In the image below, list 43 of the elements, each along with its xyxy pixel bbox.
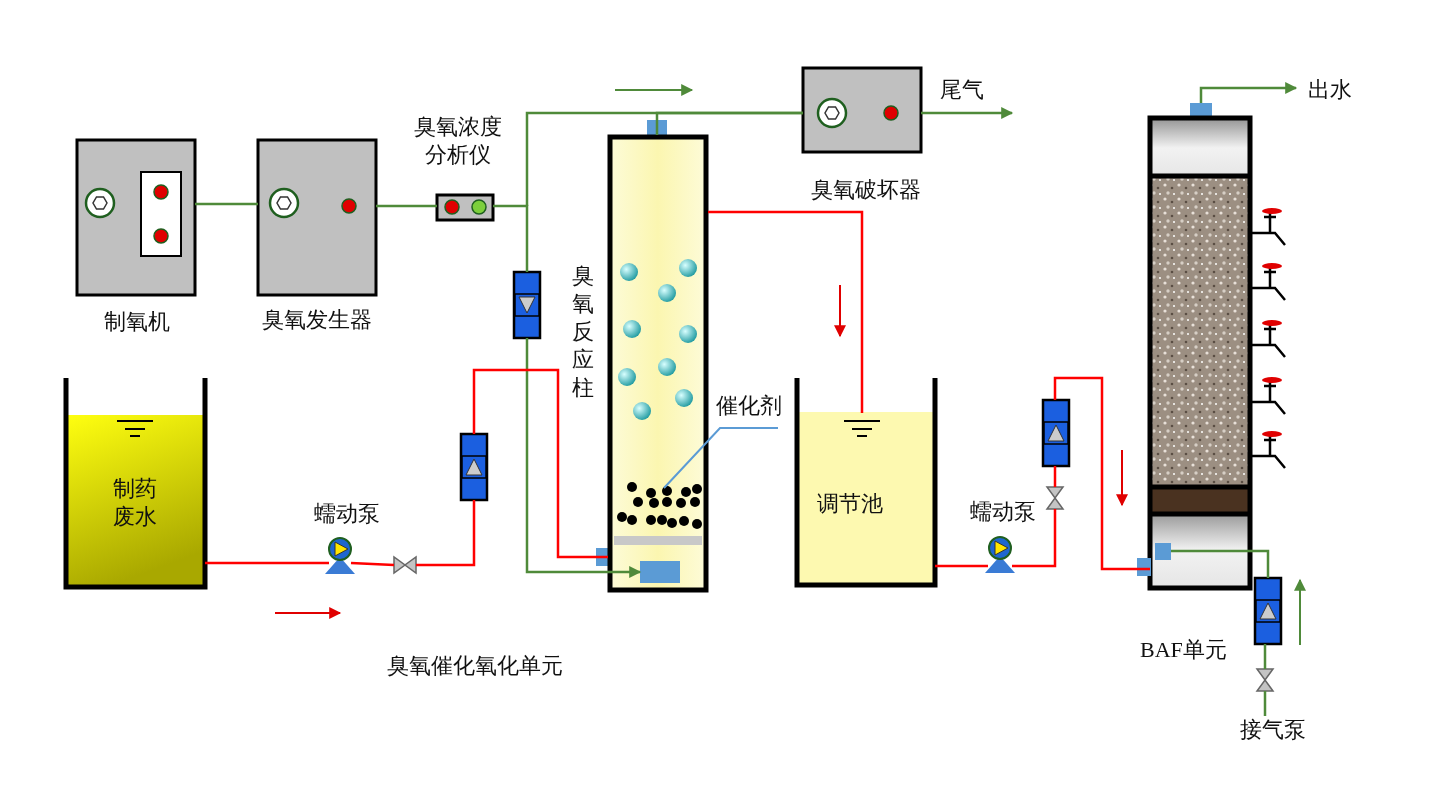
catalyst-particles-drawing	[615, 480, 703, 530]
flow-label: 尾气	[940, 76, 984, 104]
pipe-line	[921, 107, 1014, 119]
flowmeter-icon	[1253, 576, 1283, 646]
flowmeter-icon	[459, 432, 489, 502]
pump-label: 蠕动泵	[970, 498, 1036, 526]
pipe-line	[525, 338, 642, 578]
pipe-line	[708, 210, 864, 413]
flow-label: 出水	[1308, 76, 1352, 104]
equipment-label: 臭氧发生器	[262, 306, 372, 334]
unit-caption: 臭氧催化氧化单元	[387, 652, 563, 680]
column-label: 臭氧反应柱	[571, 262, 595, 402]
leader-line	[663, 427, 779, 489]
valve-icon	[1046, 486, 1064, 510]
callout-label: 催化剂	[716, 392, 782, 420]
pipe-line	[1053, 376, 1150, 571]
flow-label: 接气泵	[1240, 716, 1306, 744]
equipment-label: 制氧机	[104, 308, 170, 336]
equipment-label: 臭氧浓度分析仪	[413, 113, 503, 169]
pipe-line	[376, 204, 437, 208]
pipe-line	[472, 368, 608, 559]
equipment-label: 臭氧破坏器	[811, 176, 921, 204]
pump-label: 蠕动泵	[314, 500, 380, 528]
valve-icon	[1256, 668, 1274, 692]
pipe-line	[416, 500, 476, 567]
pipe-line	[1171, 549, 1270, 578]
pipe-line	[1263, 644, 1267, 669]
flowmeter-icon	[1041, 398, 1071, 468]
pipe-line	[1053, 466, 1057, 487]
pipe-line	[1012, 509, 1057, 568]
pipe-line	[205, 561, 329, 565]
pipe-line	[1263, 691, 1267, 716]
pipe-line	[655, 111, 803, 135]
valve-icon	[393, 556, 417, 574]
flowmeter-icon	[512, 270, 542, 340]
pipe-line	[935, 564, 988, 568]
unit-label: BAF单元	[1140, 636, 1227, 664]
pipe-line	[1199, 82, 1298, 103]
tank-label: 制药废水	[112, 475, 158, 531]
tank-label: 调节池	[817, 490, 883, 518]
pipe-line	[493, 204, 529, 272]
pipe-line	[195, 202, 258, 206]
pipe-line	[350, 561, 395, 567]
